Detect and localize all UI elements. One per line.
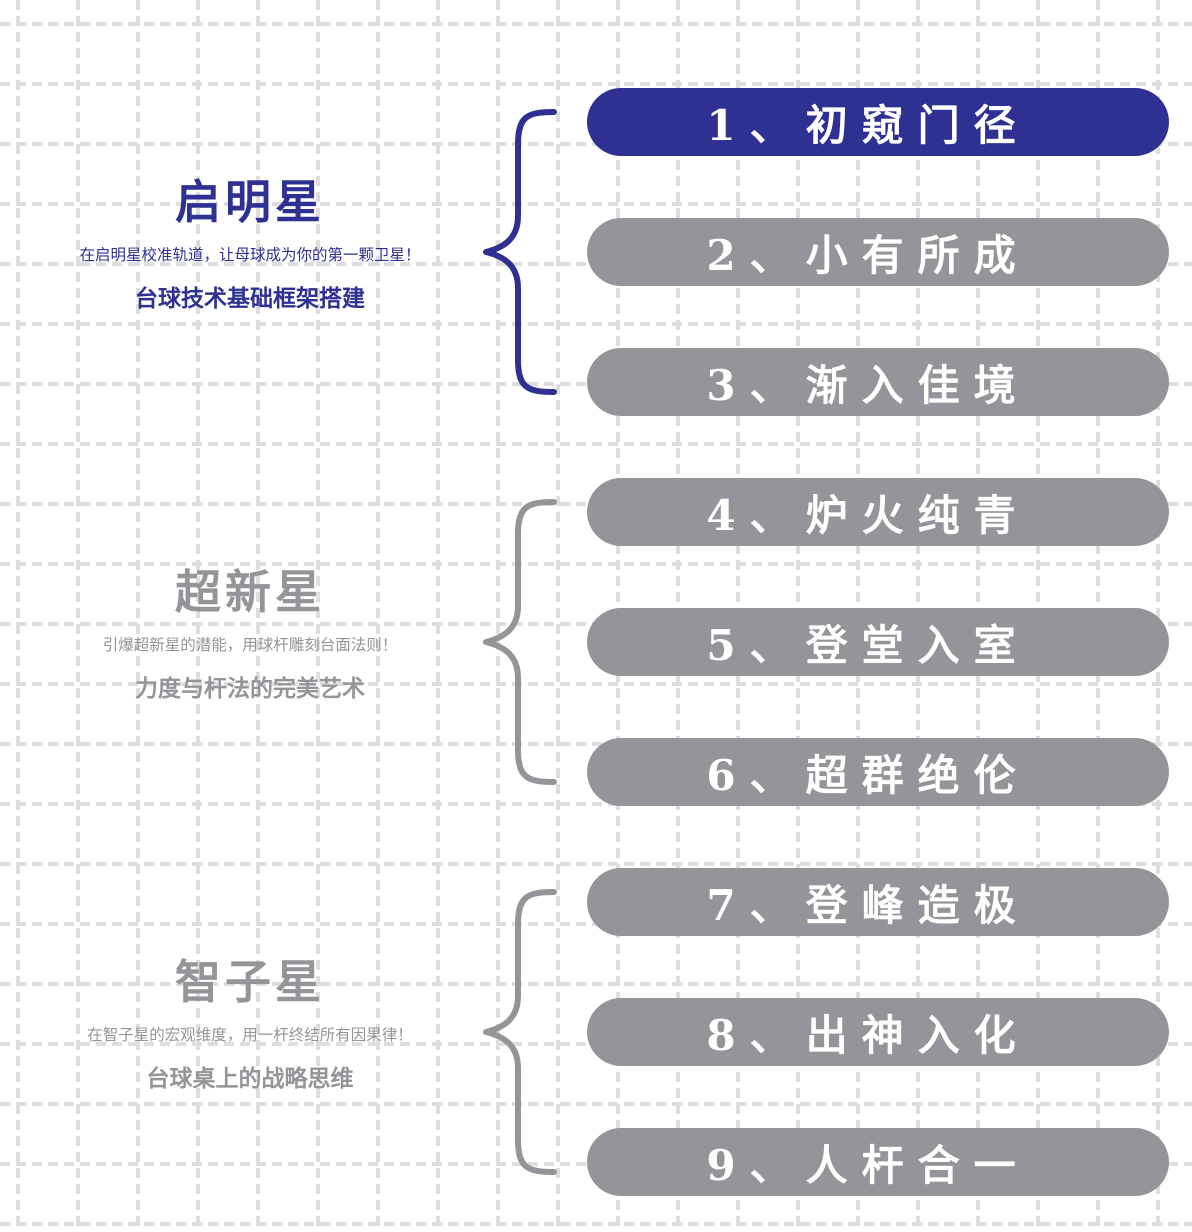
group-title: 智子星	[175, 955, 325, 1009]
level-pill-9[interactable]: 9、人杆合一	[587, 1128, 1169, 1196]
curly-brace-path	[483, 109, 557, 395]
level-pill-3[interactable]: 3、渐入佳境	[587, 348, 1169, 416]
group-title: 启明星	[175, 175, 325, 229]
group-tagline: 台球桌上的战略思维	[146, 1065, 354, 1092]
group-tagline: 力度与杆法的完美艺术	[135, 675, 365, 702]
group-qimingxing: 启明星 在启明星校准轨道，让母球成为你的第一颗卫星！ 台球技术基础框架搭建	[0, 174, 500, 314]
group-subtitle: 在启明星校准轨道，让母球成为你的第一颗卫星！	[79, 246, 421, 264]
group-brace-3	[483, 889, 557, 1175]
group-subtitle: 引爆超新星的潜能，用球杆雕刻台面法则！	[102, 636, 398, 654]
level-pill-7[interactable]: 7、登峰造极	[587, 868, 1169, 936]
level-pill-2[interactable]: 2、小有所成	[587, 218, 1169, 286]
curly-brace-path	[483, 499, 557, 785]
level-pill-4[interactable]: 4、炉火纯青	[587, 478, 1169, 546]
group-subtitle: 在智子星的宏观维度，用一杆终结所有因果律！	[87, 1026, 413, 1044]
level-pill-6[interactable]: 6、超群绝伦	[587, 738, 1169, 806]
group-brace-1	[483, 109, 557, 395]
group-chaoxinxing: 超新星 引爆超新星的潜能，用球杆雕刻台面法则！ 力度与杆法的完美艺术	[0, 564, 500, 704]
group-zhizixing: 智子星 在智子星的宏观维度，用一杆终结所有因果律！ 台球桌上的战略思维	[0, 954, 500, 1094]
level-pill-5[interactable]: 5、登堂入室	[587, 608, 1169, 676]
group-tagline: 台球技术基础框架搭建	[135, 285, 365, 312]
level-pill-1[interactable]: 1、初窥门径	[587, 88, 1169, 156]
level-pill-8[interactable]: 8、出神入化	[587, 998, 1169, 1066]
curly-brace-path	[483, 889, 557, 1175]
group-title: 超新星	[175, 565, 325, 619]
group-brace-2	[483, 499, 557, 785]
